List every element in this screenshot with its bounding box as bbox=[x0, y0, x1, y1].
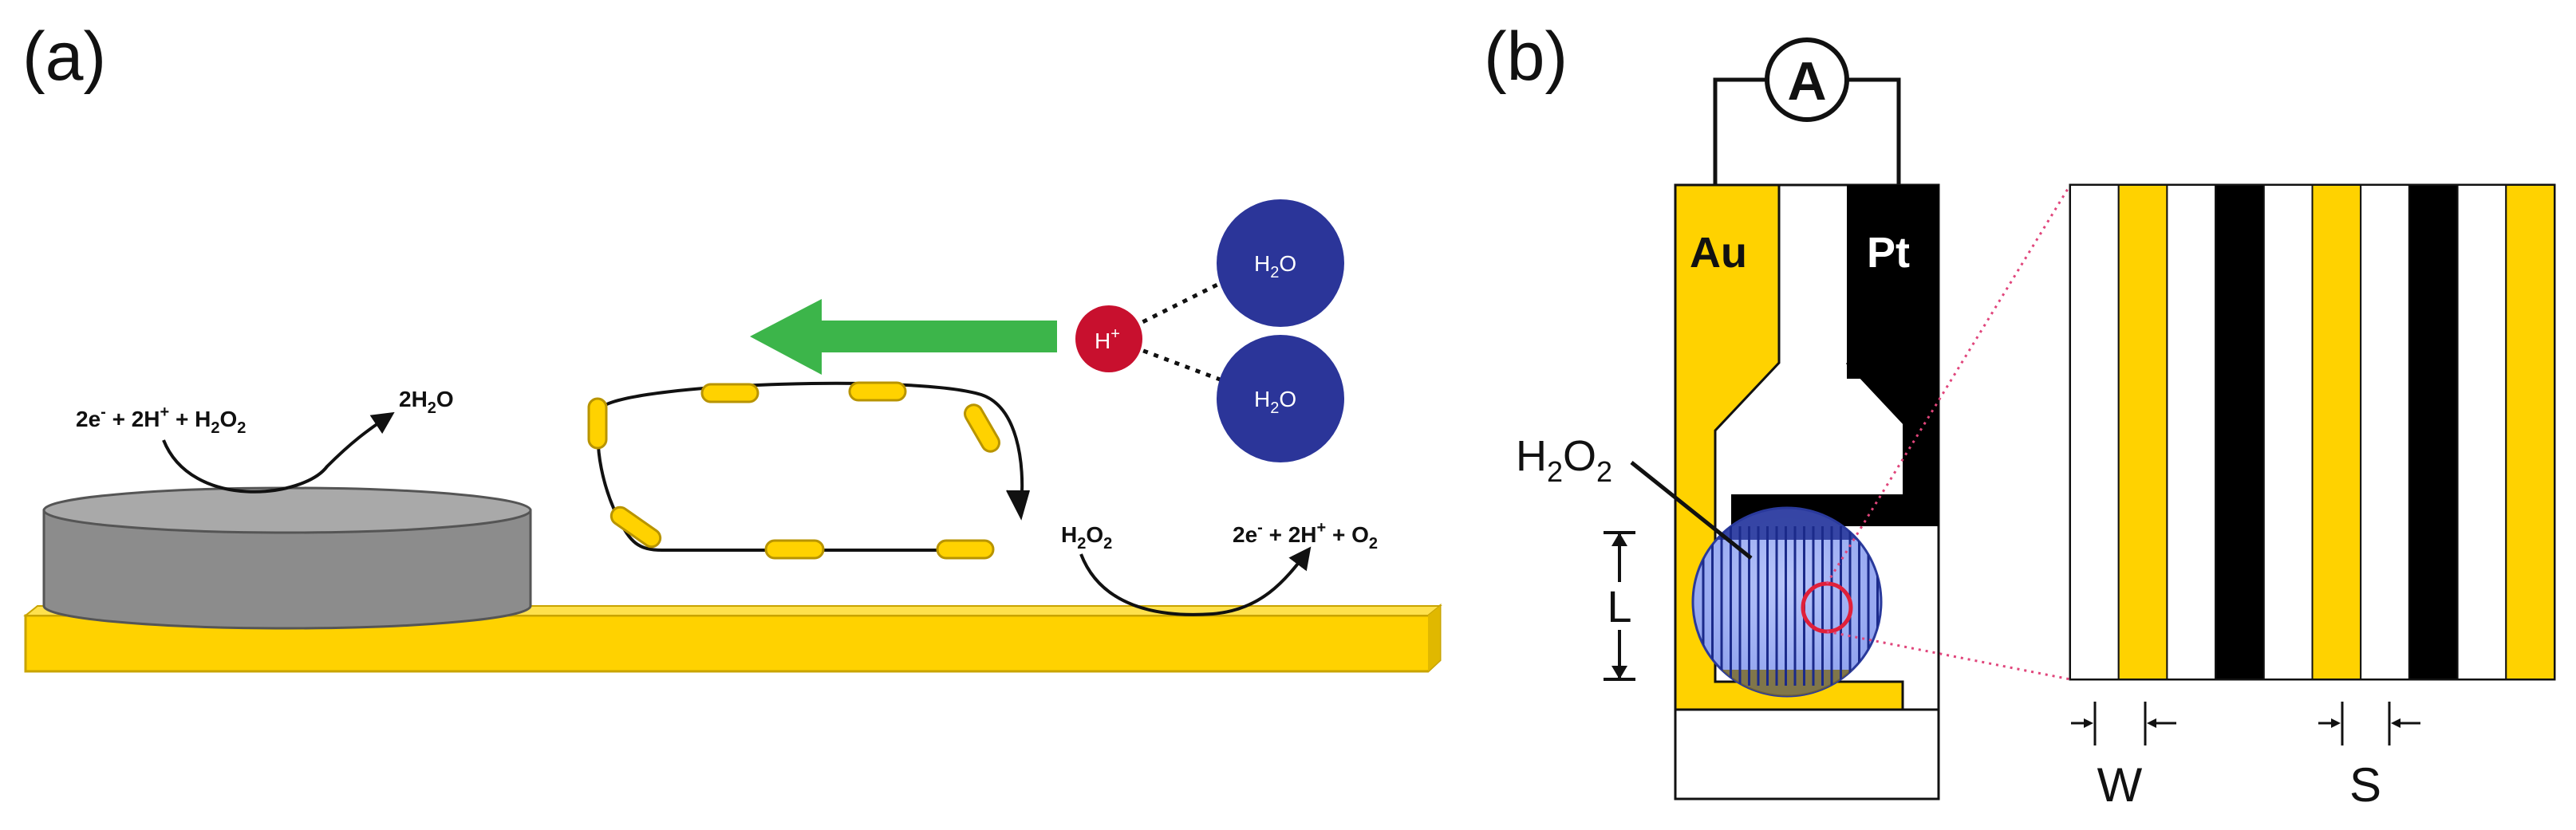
zoom-stripe-white bbox=[2360, 184, 2410, 680]
nanorod bbox=[964, 403, 1000, 453]
zoom-stripe-gold bbox=[2505, 184, 2556, 680]
zoom-line-top bbox=[1825, 184, 2072, 584]
length-dimension: L bbox=[1604, 531, 1635, 681]
zoom-stripe-gold bbox=[2117, 184, 2168, 680]
length-label: L bbox=[1607, 581, 1631, 631]
zoom-stripe-black bbox=[2215, 184, 2265, 680]
trajectory-arrowhead bbox=[1006, 490, 1030, 521]
analyte-label: H2O2 bbox=[1516, 432, 1612, 488]
reaction-right: H2O2 2e- + 2H+ + O2 bbox=[1061, 519, 1378, 616]
zoom-stripe-white bbox=[2456, 184, 2507, 680]
width-label: W bbox=[2097, 758, 2143, 812]
nanorod bbox=[587, 397, 608, 450]
hydrogen-bond bbox=[1131, 277, 1230, 329]
width-dimension: W bbox=[2071, 702, 2176, 812]
nanorod bbox=[848, 381, 907, 402]
reaction-left-product: 2H2O bbox=[399, 387, 454, 417]
ammeter-label: A bbox=[1787, 51, 1826, 112]
water-molecule-bottom bbox=[1217, 335, 1344, 462]
spacing-dimension: S bbox=[2318, 702, 2420, 812]
water-molecule-top bbox=[1217, 199, 1344, 327]
nanorod bbox=[700, 383, 759, 403]
green-direction-arrow bbox=[750, 299, 1057, 375]
nanomotor-trajectory bbox=[587, 381, 1030, 560]
panel-b: (b) A Au Pt bbox=[1484, 18, 2556, 812]
water-bottom-label: H2O bbox=[1254, 387, 1296, 417]
proton bbox=[1075, 305, 1142, 372]
spacing-label: S bbox=[2349, 758, 2381, 812]
panel-b-label: (b) bbox=[1484, 18, 1568, 95]
analyte-leader-line bbox=[1630, 461, 1753, 560]
zoom-stripe-gold bbox=[2311, 184, 2362, 680]
panel-a-label: (a) bbox=[22, 18, 106, 95]
reaction-left: 2e- + 2H+ + H2O2 2H2O bbox=[76, 387, 454, 494]
zoom-stripe-white bbox=[2262, 184, 2314, 680]
zoomed-electrode-pattern bbox=[2069, 183, 2556, 681]
reaction-left-reactants: 2e- + 2H+ + H2O2 bbox=[76, 403, 246, 437]
reaction-left-arrow bbox=[162, 411, 395, 494]
gold-nanorods bbox=[587, 381, 1000, 560]
gold-electrode-label: Au bbox=[1690, 229, 1747, 277]
proton-label: H+ bbox=[1095, 325, 1120, 353]
nanorod bbox=[764, 539, 825, 560]
ammeter bbox=[1765, 37, 1849, 122]
reaction-right-products: 2e- + 2H+ + O2 bbox=[1233, 519, 1378, 553]
proton-cluster: H+ H2O H2O bbox=[1075, 199, 1344, 462]
zoom-stripe-white bbox=[2166, 184, 2217, 680]
water-top-label: H2O bbox=[1254, 251, 1296, 281]
ammeter-circuit: A bbox=[1713, 37, 1901, 185]
nanorod bbox=[609, 505, 662, 549]
reaction-right-arrow bbox=[1079, 546, 1312, 616]
zoom-stripe-white bbox=[2069, 184, 2120, 680]
platinum-electrode-label: Pt bbox=[1867, 229, 1910, 277]
reaction-right-reactant: H2O2 bbox=[1061, 522, 1112, 553]
zoom-line-bottom bbox=[1826, 630, 2071, 681]
panel-a: (a) 2e- + 2H+ + H2O2 2H2O bbox=[22, 18, 1442, 673]
zoom-stripe-black bbox=[2408, 184, 2459, 680]
platinum-disk bbox=[42, 486, 532, 630]
nanorod bbox=[936, 539, 995, 560]
hydrogen-bond bbox=[1132, 344, 1229, 385]
gold-electrode bbox=[1674, 183, 1904, 711]
